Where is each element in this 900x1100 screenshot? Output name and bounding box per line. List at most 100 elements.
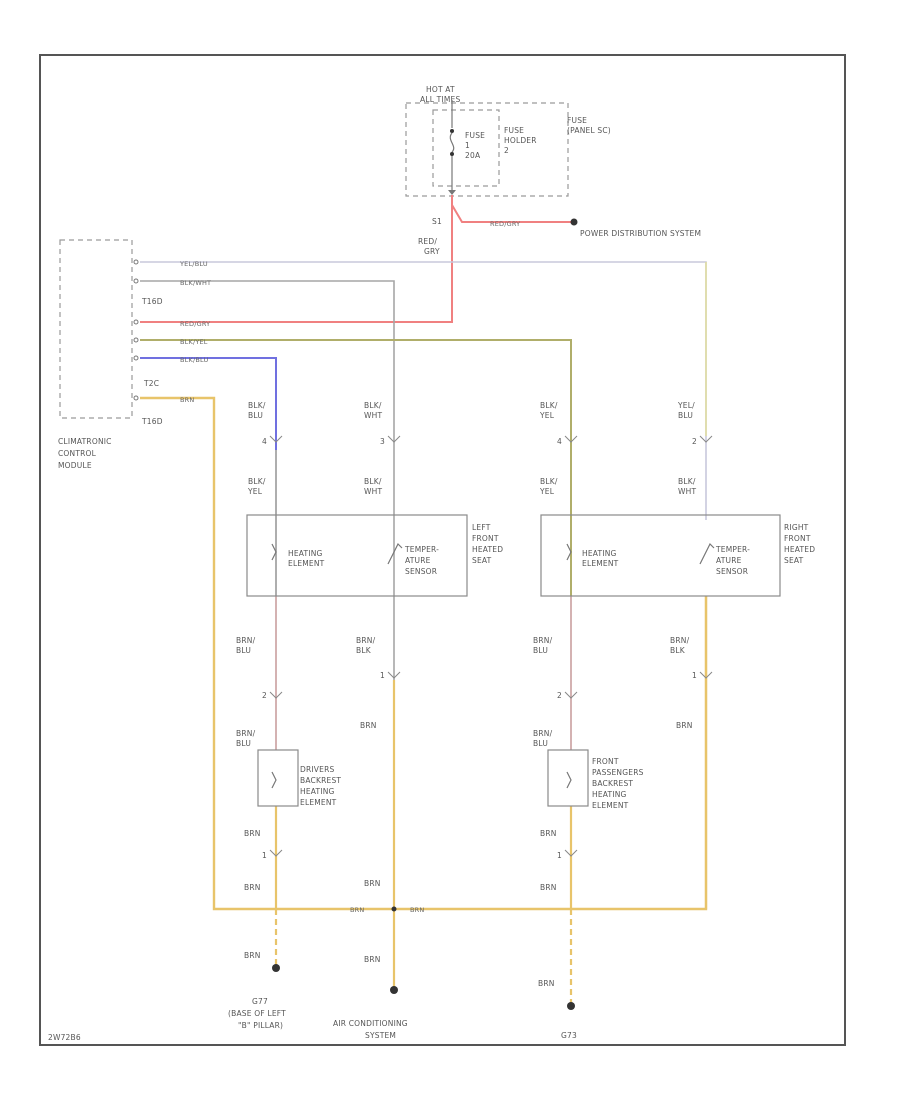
left-mid-wire-1-a: BLK/: [248, 477, 266, 486]
right-heating-1: HEATING: [582, 549, 617, 558]
module-wire-5: BLK/BLU: [180, 356, 208, 364]
left-top-wire-1-a: BLK/: [248, 401, 266, 410]
left-back-top-1: BRN/: [236, 729, 256, 738]
right-lower-pin-1: 1: [692, 671, 697, 680]
module-wire-2: BLK/WHT: [180, 279, 211, 287]
module-wire-3: RED/GRY: [180, 320, 210, 328]
left-pin-4: 4: [262, 437, 267, 446]
bus-left-label: BRN: [350, 906, 364, 914]
right-seat-name-3: HEATED: [784, 545, 815, 554]
g73-wire-label: BRN: [538, 979, 555, 988]
left-mid-wire-2-b: WHT: [364, 487, 382, 496]
right-heating-element-icon: [566, 543, 572, 561]
ground-g73-point: [567, 1002, 575, 1010]
drivers-backrest-box: [257, 749, 299, 807]
left-mid-wire-2-a: BLK/: [364, 477, 382, 486]
module-connector-b: T2C: [143, 379, 159, 388]
fuse-label-1: FUSE: [465, 131, 485, 140]
fuse-panel-box: [405, 102, 569, 197]
left-lower-pin-1-connector: [387, 671, 401, 679]
ac-connector-point: [390, 986, 398, 994]
module-connector-c: T16D: [141, 417, 163, 426]
right-seat-box: [540, 514, 781, 597]
drivers-backrest-heater-icon: [271, 771, 277, 789]
left-lower-wire-2-b: BLK: [356, 646, 372, 655]
power-dist-connector: [570, 218, 578, 226]
left-pin-3: 3: [380, 437, 385, 446]
right-lower-wire-1-a: BRN/: [533, 636, 553, 645]
drivers-backrest-2: BACKREST: [300, 776, 341, 785]
left-seat-name-2: FRONT: [472, 534, 499, 543]
bus-right-label: BRN: [410, 906, 424, 914]
right-temp-sensor-icon: [699, 542, 715, 565]
left-back-pin-connector: [269, 849, 283, 857]
module-wire-1: YEL/BLU: [179, 260, 208, 268]
right-seat-name-4: SEAT: [784, 556, 804, 565]
right-seat-name-1: RIGHT: [784, 523, 809, 532]
right-brn-low: BRN: [540, 883, 557, 892]
left-back-bottom: BRN: [244, 829, 261, 838]
right-heating-2: ELEMENT: [582, 559, 619, 568]
power-wire-label: RED/GRY: [490, 220, 520, 228]
left-seat-name-1: LEFT: [472, 523, 491, 532]
wire-blk-yel: [140, 339, 572, 596]
left-lower-pin-1: 1: [380, 671, 385, 680]
right-top-wire-1-a: BLK/: [540, 401, 558, 410]
fuse-label-2: 1: [465, 141, 470, 150]
passenger-backrest-5: ELEMENT: [592, 801, 629, 810]
passenger-backrest-3: BACKREST: [592, 779, 633, 788]
module-name-3: MODULE: [58, 461, 92, 470]
passenger-backrest-2: PASSENGERS: [592, 768, 644, 777]
ground-g77-point: [272, 964, 280, 972]
right-lower-wire-1-b: BLU: [533, 646, 548, 655]
right-lower-wire-2-b: BLK: [670, 646, 686, 655]
fuse-holder-label-2: HOLDER: [504, 136, 537, 145]
feed-wire-label-2: GRY: [424, 247, 440, 256]
left-top-wire-2-b: WHT: [364, 411, 382, 420]
left-lower-wire-2-a: BRN/: [356, 636, 376, 645]
left-brn-right: BRN: [360, 721, 377, 730]
fuse-holder-label-3: 2: [504, 146, 509, 155]
module-pins: [133, 259, 139, 401]
fuse-icon: [448, 100, 456, 195]
power-distribution-label: POWER DISTRIBUTION SYSTEM: [580, 229, 701, 238]
right-lower-pin-2-connector: [564, 691, 578, 699]
right-sensor-3: SENSOR: [716, 567, 748, 576]
passenger-backrest-1: FRONT: [592, 757, 619, 766]
fuse-label-3: 20A: [465, 151, 481, 160]
ac-wire-label: BRN: [364, 955, 381, 964]
passenger-backrest-box: [547, 749, 589, 807]
left-seat-name-4: SEAT: [472, 556, 492, 565]
battery-label-2: ALL TIMES: [420, 95, 460, 104]
drivers-backrest-3: HEATING: [300, 787, 335, 796]
right-lower-pin-2: 2: [557, 691, 562, 700]
left-back-pin: 1: [262, 851, 267, 860]
module-wire-6: BRN: [180, 396, 194, 404]
left-back-top-2: BLU: [236, 739, 251, 748]
left-lower-wire-1-b: BLU: [236, 646, 251, 655]
right-sensor-2: ATURE: [716, 556, 742, 565]
wire-yel-blu: [140, 261, 707, 520]
left-lower-pin-2-connector: [269, 691, 283, 699]
splice-point: [391, 906, 397, 912]
right-mid-wire-1-a: BLK/: [540, 477, 558, 486]
wire-blk-wht: [140, 280, 395, 900]
drivers-backrest-1: DRIVERS: [300, 765, 334, 774]
right-brn-right: BRN: [676, 721, 693, 730]
left-pin-3-connector: [387, 435, 401, 443]
g73-label: G73: [561, 1031, 577, 1040]
left-seat-box: [246, 514, 468, 597]
module-name-2: CONTROL: [58, 449, 97, 458]
g77-label-2: (BASE OF LEFT: [228, 1009, 286, 1018]
left-heating-1: HEATING: [288, 549, 323, 558]
module-connector-a: T16D: [141, 297, 163, 306]
left-heating-2: ELEMENT: [288, 559, 325, 568]
wire-blk-blu: [140, 357, 277, 450]
left-sensor-1: TEMPER-: [404, 545, 439, 554]
left-temp-sensor-icon: [387, 542, 403, 565]
g77-label-3: "B" PILLAR): [238, 1021, 283, 1030]
ac-label-2: SYSTEM: [365, 1031, 396, 1040]
right-top-wire-2-a: YEL/: [677, 401, 695, 410]
left-sensor-3: SENSOR: [405, 567, 437, 576]
